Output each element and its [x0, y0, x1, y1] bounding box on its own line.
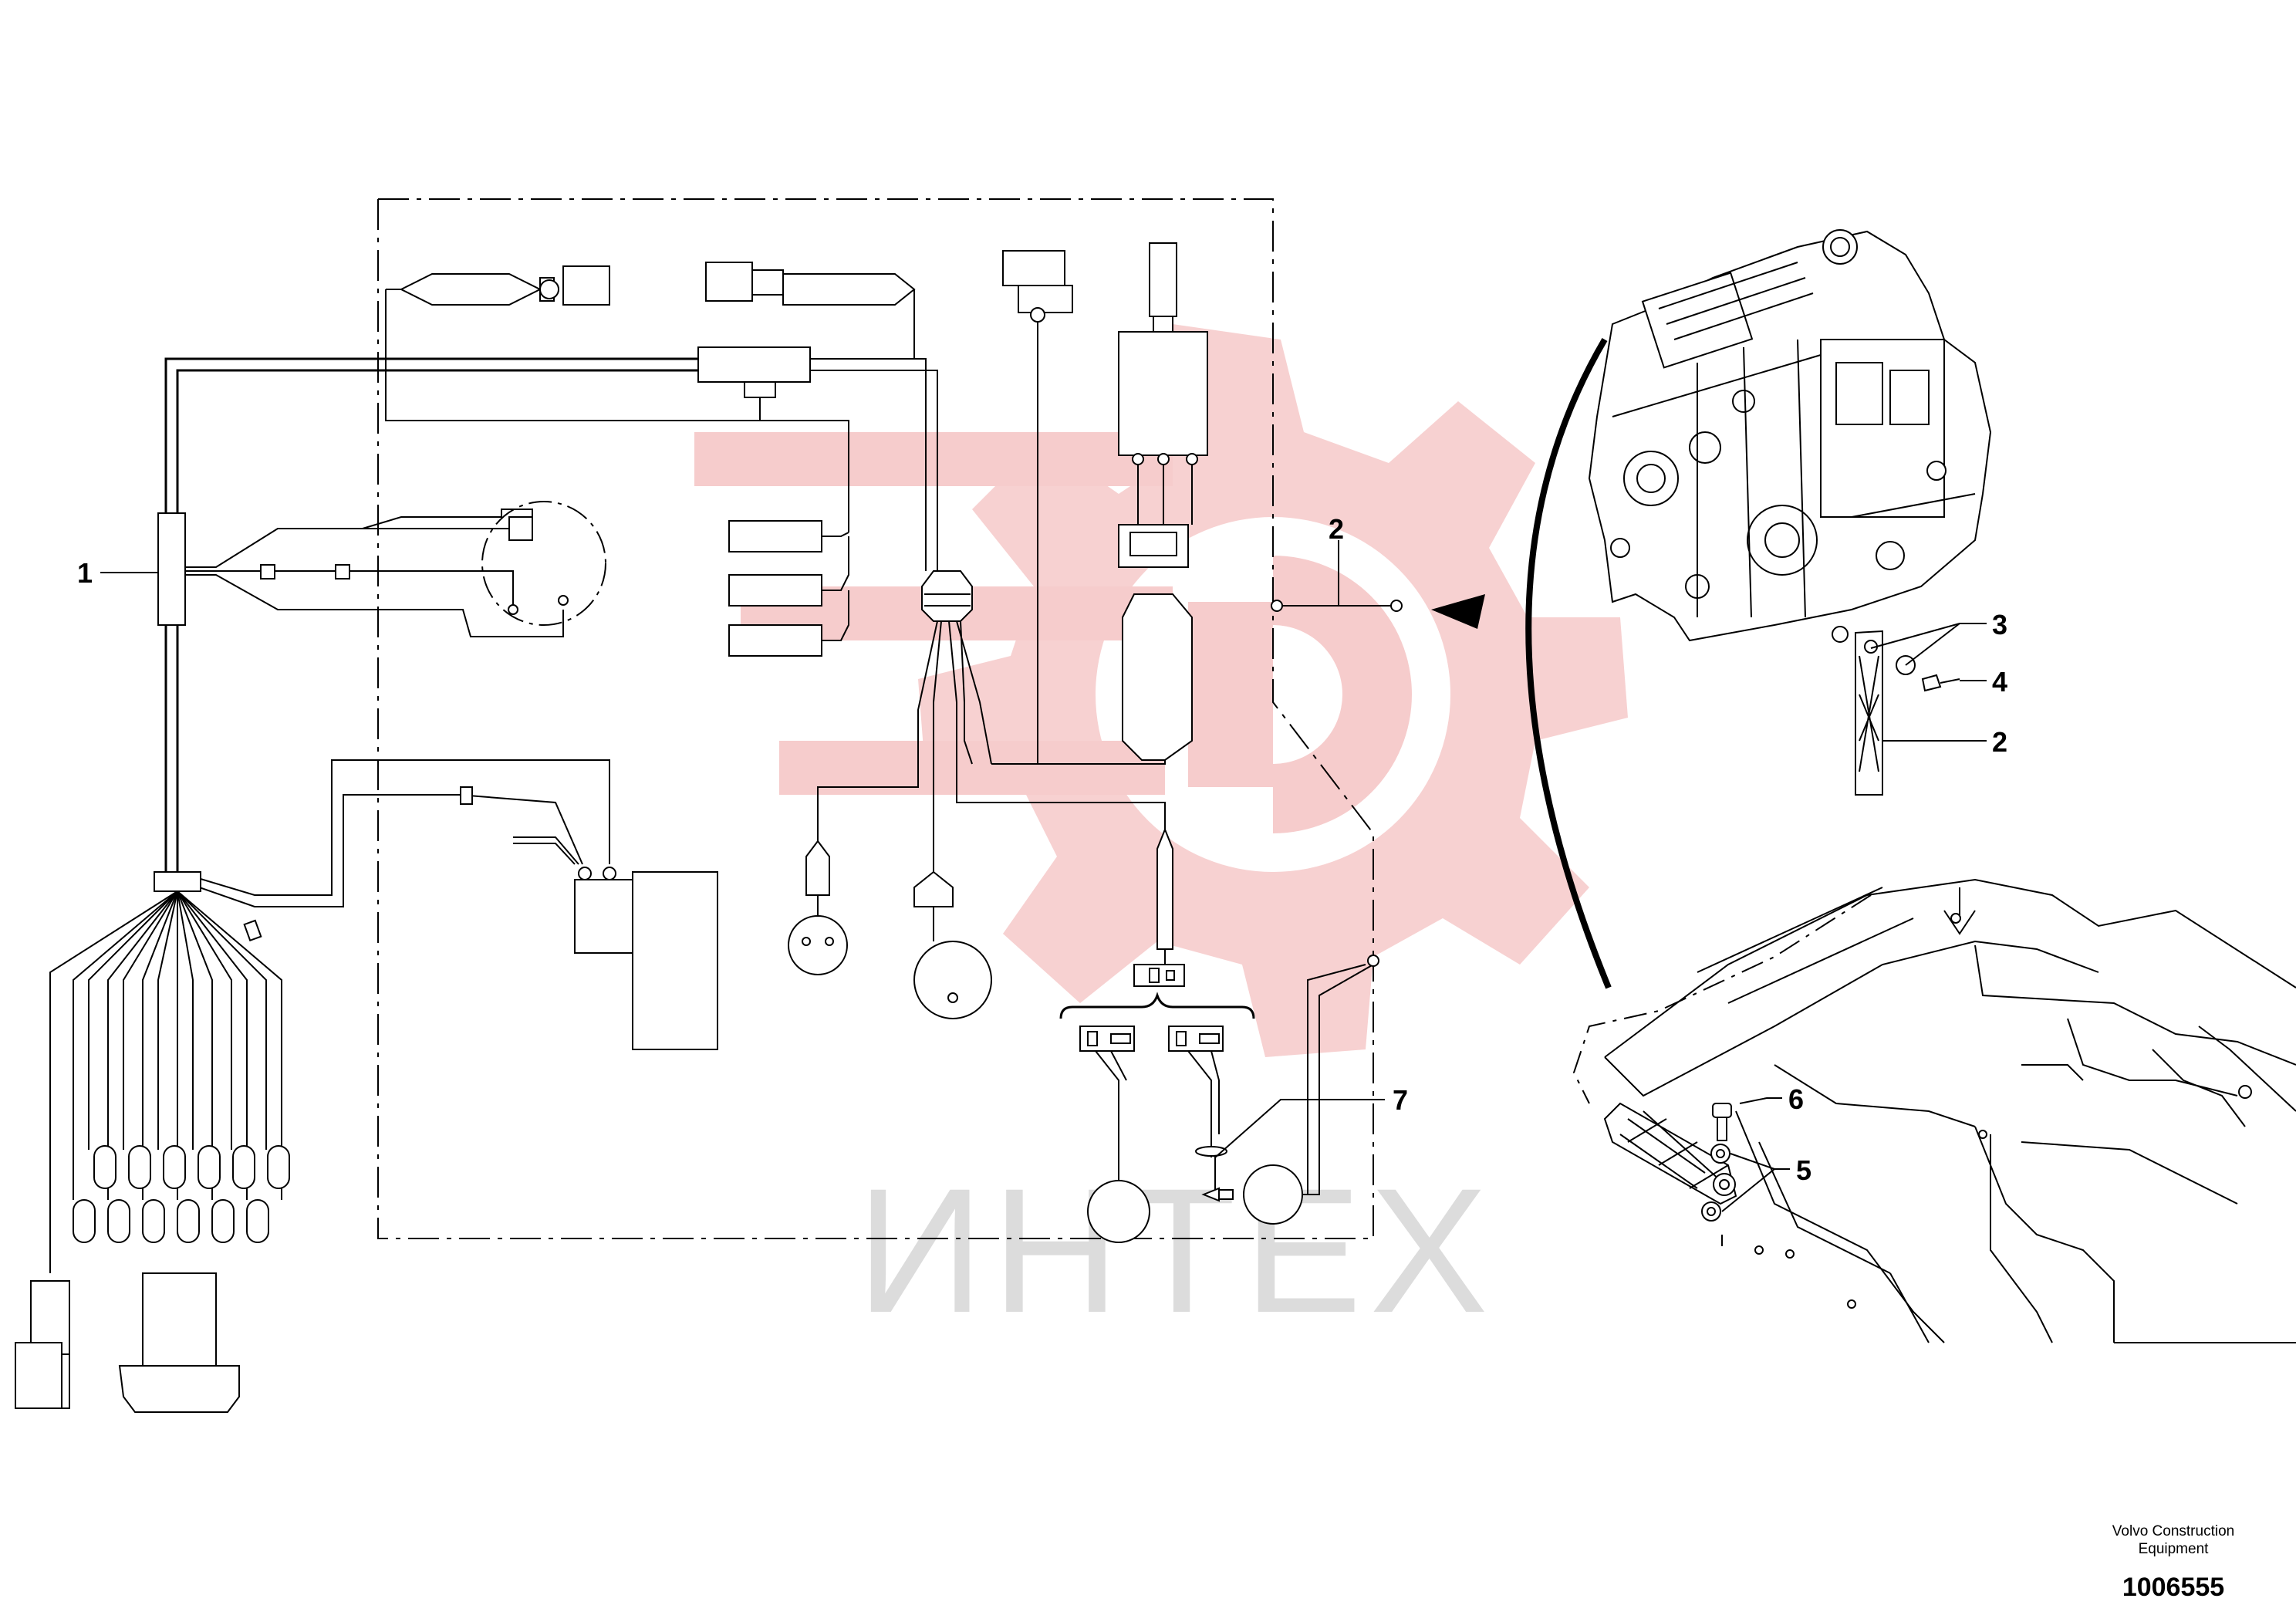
callout-2a: 2: [1329, 513, 1344, 545]
right-callout-leaders: [1721, 623, 1987, 1212]
callout-6: 6: [1788, 1083, 1804, 1115]
harness-trunk: [164, 289, 938, 872]
top-junction-block: [697, 346, 811, 398]
lower-connector-left: [1079, 1026, 1150, 1243]
harness-boundary: [377, 198, 1374, 1239]
engine-block-illustration: [1588, 229, 1992, 642]
lower-connector-right: [1168, 955, 1379, 1225]
callout-5: 5: [1796, 1154, 1811, 1186]
lower-left-connector: [154, 871, 262, 942]
brace-bracket: [1059, 992, 1255, 1019]
company-line-1: Volvo Construction: [2112, 1523, 2235, 1539]
left-sub-harness: [177, 759, 718, 1050]
bottom-connector-right: [118, 1272, 240, 1413]
top-sensor-middle: [705, 262, 916, 306]
callout-3: 3: [1992, 609, 2007, 640]
watermark-gear-stripes: [694, 432, 1412, 833]
drawing-number: 1006555: [2122, 1573, 2225, 1602]
lamp-left: [788, 840, 848, 975]
frame-ground-strap: [1603, 1102, 1737, 1246]
starter-component: [991, 242, 1208, 765]
t-junction-left: [157, 509, 569, 637]
bottom-connector-left: [15, 1280, 70, 1409]
frame-illustration: [1604, 878, 2296, 1343]
curved-arrow: [1431, 337, 1612, 989]
relay-stack: [728, 520, 849, 657]
callout-4: 4: [1992, 666, 2007, 698]
engine-ground-strap: [1832, 626, 1960, 796]
central-connector: [817, 570, 1166, 872]
strap-dashed-path: [1572, 894, 1872, 1104]
dashed-circle-sensor: [481, 501, 606, 626]
callout-7: 7: [1393, 1084, 1408, 1116]
callout-leaders: [100, 540, 1403, 1158]
callout-1: 1: [77, 557, 93, 589]
top-sensor-left: [399, 265, 610, 306]
company-line-2: Equipment: [2138, 1541, 2209, 1557]
lamp-right: [913, 870, 992, 1019]
lower-fan-wires: [49, 890, 282, 1273]
lamp-ovals: [73, 1145, 290, 1243]
company-caption: Volvo Construction Equipment: [2085, 1522, 2262, 1558]
callout-2b: 2: [1992, 726, 2007, 758]
watermark-text: ИНТЕХ: [856, 1151, 1496, 1350]
vertical-probe: [1133, 827, 1185, 987]
